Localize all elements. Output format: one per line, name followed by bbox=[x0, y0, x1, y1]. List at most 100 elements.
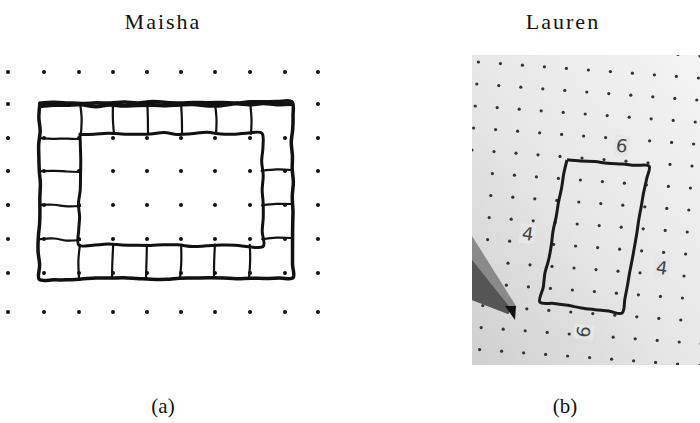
grid-dot bbox=[6, 271, 10, 275]
grid-dot bbox=[248, 136, 252, 140]
hand-line bbox=[145, 245, 148, 278]
grid-dot bbox=[528, 263, 531, 266]
grid-dot bbox=[659, 295, 662, 298]
grid-dot bbox=[642, 227, 645, 230]
grid-dot bbox=[145, 136, 149, 140]
grid-dot bbox=[601, 180, 604, 183]
grid-dot bbox=[486, 238, 489, 241]
hand-line bbox=[213, 245, 216, 278]
grid-dot bbox=[316, 310, 320, 314]
grid-dot bbox=[618, 248, 621, 251]
grid-dot bbox=[478, 348, 481, 351]
grid-dot bbox=[145, 310, 149, 314]
grid-dot bbox=[557, 177, 560, 180]
grid-dot bbox=[518, 108, 521, 111]
grid-dot bbox=[673, 97, 676, 100]
grid-dot bbox=[179, 136, 183, 140]
grid-dot bbox=[77, 70, 81, 74]
grid-dot bbox=[6, 237, 10, 241]
grid-dot bbox=[623, 182, 626, 185]
grid-dot bbox=[676, 55, 679, 56]
grid-dot bbox=[616, 270, 619, 273]
grid-dot bbox=[544, 353, 547, 356]
grid-dot bbox=[698, 55, 700, 58]
grid-dot bbox=[179, 70, 183, 74]
grid-dot bbox=[513, 174, 516, 177]
hand-line bbox=[146, 103, 149, 134]
grid-dot bbox=[145, 203, 149, 207]
grid-dot bbox=[566, 354, 569, 357]
grid-dot bbox=[668, 163, 671, 166]
pencil-shadow bbox=[472, 260, 512, 314]
grid-dot bbox=[637, 293, 640, 296]
grid-dot bbox=[640, 249, 643, 252]
grid-dot bbox=[602, 158, 605, 161]
grid-dot bbox=[213, 310, 217, 314]
grid-dot bbox=[541, 87, 544, 90]
grid-dot bbox=[681, 296, 684, 299]
grid-dot bbox=[248, 310, 252, 314]
grid-dot bbox=[560, 133, 563, 136]
grid-dot bbox=[662, 251, 665, 254]
grid-dot bbox=[179, 169, 183, 173]
grid-dot bbox=[477, 60, 480, 63]
hand-line bbox=[215, 103, 217, 134]
grid-dot bbox=[697, 76, 700, 79]
grid-dot bbox=[474, 104, 477, 107]
grid-dot bbox=[694, 120, 697, 123]
grid-dot bbox=[579, 178, 582, 181]
grid-dot bbox=[638, 271, 641, 274]
grid-dot bbox=[667, 185, 670, 188]
grid-dot bbox=[593, 290, 596, 293]
grid-dot bbox=[606, 114, 609, 117]
grid-dot bbox=[584, 112, 587, 115]
grid-dot bbox=[213, 203, 217, 207]
grid-dot bbox=[6, 136, 10, 140]
grid-dot bbox=[6, 102, 10, 106]
grid-dot bbox=[248, 169, 252, 173]
grid-dot bbox=[635, 315, 638, 318]
hand-line bbox=[262, 204, 292, 205]
grid-dot bbox=[634, 337, 637, 340]
grid-dot bbox=[594, 268, 597, 271]
grid-dot bbox=[607, 92, 610, 95]
grid-dot bbox=[686, 230, 689, 233]
grid-dot bbox=[506, 262, 509, 265]
grid-dot bbox=[533, 197, 536, 200]
hand-line bbox=[262, 238, 292, 240]
drawn-rectangle bbox=[539, 160, 649, 314]
grid-dot bbox=[77, 310, 81, 314]
panel-title: Lauren bbox=[526, 10, 600, 34]
hand-line bbox=[40, 103, 292, 106]
grid-dot bbox=[213, 136, 217, 140]
grid-dot bbox=[316, 237, 320, 241]
grid-dot bbox=[6, 310, 10, 314]
grid-dot bbox=[540, 109, 543, 112]
panel-title: Maisha bbox=[125, 10, 202, 34]
grid-dot bbox=[42, 310, 46, 314]
hand-line bbox=[180, 245, 181, 278]
hand-line bbox=[40, 238, 80, 240]
grid-dot bbox=[248, 203, 252, 207]
grid-dot bbox=[650, 117, 653, 120]
grid-dot bbox=[615, 292, 618, 295]
grid-dot bbox=[577, 200, 580, 203]
hand-line bbox=[180, 103, 183, 134]
hand-line bbox=[78, 245, 80, 278]
hand-line bbox=[249, 245, 250, 278]
grid-dot bbox=[511, 196, 514, 199]
grid-dot bbox=[610, 358, 613, 361]
hand-line bbox=[113, 103, 114, 134]
grid-dot bbox=[499, 62, 502, 65]
grid-dot bbox=[111, 136, 115, 140]
panel-letter: (b) bbox=[553, 395, 578, 418]
grid-dot bbox=[684, 252, 687, 255]
grid-dot bbox=[609, 70, 612, 73]
grid-dot bbox=[492, 150, 495, 153]
grid-dot bbox=[508, 240, 511, 243]
grid-dot bbox=[496, 106, 499, 109]
grid-dot bbox=[472, 126, 475, 129]
grid-dot bbox=[316, 203, 320, 207]
grid-dot bbox=[497, 84, 500, 87]
grid-dot bbox=[316, 136, 320, 140]
